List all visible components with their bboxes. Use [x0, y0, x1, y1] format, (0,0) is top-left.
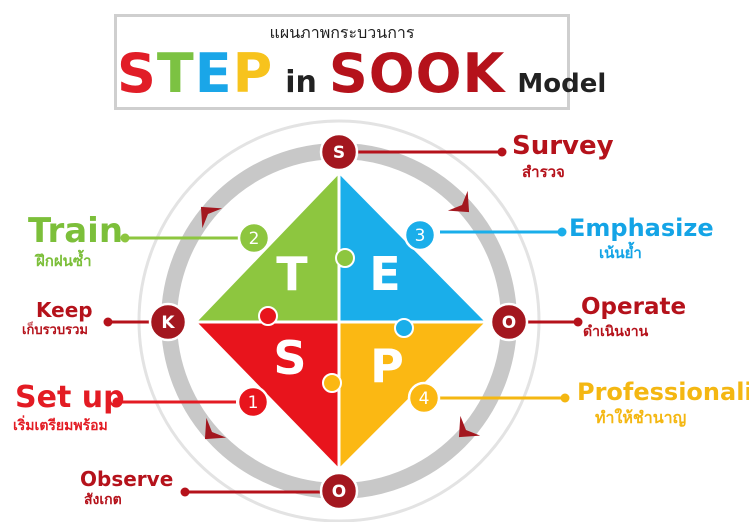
label-emphasize-en: Emphasize: [569, 214, 714, 242]
step-number-2-circle: [237, 221, 271, 255]
label-train-th: ฝึกฝนซ้ำ: [36, 252, 92, 270]
label-setup-th: เริ่มเตรียมพร้อม: [13, 418, 108, 434]
title-letter-s: S: [117, 42, 157, 105]
title-letter-p: P: [232, 42, 274, 105]
label-observe-en: Observe: [80, 467, 174, 491]
label-setup-en: Set up: [15, 380, 125, 415]
connector-dot-setup: [112, 397, 122, 407]
connector-dot-emphasize: [557, 227, 567, 237]
label-professionalize-en: Professionalize: [577, 378, 749, 406]
label-keep: Keep เก็บรวบรวม: [22, 300, 93, 337]
label-setup: Set up เริ่มเตรียมพร้อม: [13, 380, 125, 434]
connector-dot-observe: [180, 487, 190, 497]
sook-letter-s: S: [333, 143, 345, 163]
puzzle-knob-setup: [258, 306, 278, 326]
step-number-1-circle: [236, 385, 270, 419]
label-train-en: Train: [28, 211, 124, 251]
label-operate-en: Operate: [581, 294, 687, 320]
connector-dot-train: [120, 233, 130, 243]
quadrant-letter-s: S: [273, 331, 306, 385]
quadrant-letter-p: P: [370, 339, 404, 393]
step-number-4-circle: [407, 381, 441, 415]
label-observe: Observe สังเกต: [80, 469, 173, 507]
connector-dot-professionalize: [560, 393, 570, 403]
cycle-arrow-top-left: [200, 206, 223, 229]
step-number-3: 3: [415, 226, 426, 246]
label-operate: Operate ดำเนินงาน: [581, 294, 687, 340]
label-survey: Survey สำรวจ: [512, 133, 614, 180]
sook-letter-o-right: O: [502, 313, 516, 333]
sook-circle-o-bottom: [319, 471, 359, 511]
title-in: in: [285, 65, 317, 100]
cycle-arrow-top-right: [447, 190, 470, 213]
connector-dot-keep: [103, 317, 113, 327]
label-train: Train ฝึกฝนซ้ำ: [28, 214, 123, 269]
label-keep-en: Keep: [36, 298, 93, 322]
puzzle-knob-professionalize: [322, 373, 342, 393]
step-number-3-circle: [403, 218, 437, 252]
cycle-arrow-bottom-left: [204, 417, 227, 440]
sook-letter-k: K: [161, 313, 175, 333]
cycle-arrow-bottom-right: [458, 415, 481, 438]
label-keep-th: เก็บรวบรวม: [22, 323, 88, 338]
sook-circle-s: [319, 132, 359, 172]
title-letter-e: E: [194, 42, 233, 105]
label-professionalize-th: ทำให้ชำนาญ: [595, 408, 687, 427]
quadrant-letter-t: T: [276, 247, 308, 301]
title-sook: SOOK: [328, 42, 506, 105]
title-letter-t: T: [156, 42, 195, 105]
label-emphasize: Emphasize เน้นย้ำ: [569, 216, 714, 261]
title-model: Model: [517, 69, 607, 99]
label-observe-th: สังเกต: [84, 492, 122, 508]
puzzle-knob-train: [335, 248, 355, 268]
label-survey-en: Survey: [512, 131, 614, 161]
label-professionalize: Professionalize ทำให้ชำนาญ: [577, 380, 749, 426]
sook-circle-o-right: [489, 302, 529, 342]
sook-circle-k: [148, 302, 188, 342]
step-number-1: 1: [248, 393, 259, 413]
step-number-4: 4: [419, 389, 430, 409]
connector-dot-operate: [573, 317, 583, 327]
label-survey-th: สำรวจ: [522, 163, 565, 181]
step-number-2: 2: [249, 229, 260, 249]
sook-letter-o-bottom: O: [332, 482, 346, 502]
diagram-subtitle: แผนภาพกระบวนการ: [269, 23, 415, 42]
quadrant-letter-e: E: [369, 247, 400, 301]
connector-dot-survey: [497, 147, 507, 157]
label-operate-th: ดำเนินงาน: [583, 324, 649, 340]
label-emphasize-th: เน้นย้ำ: [599, 244, 642, 262]
puzzle-knob-emphasize: [394, 318, 414, 338]
